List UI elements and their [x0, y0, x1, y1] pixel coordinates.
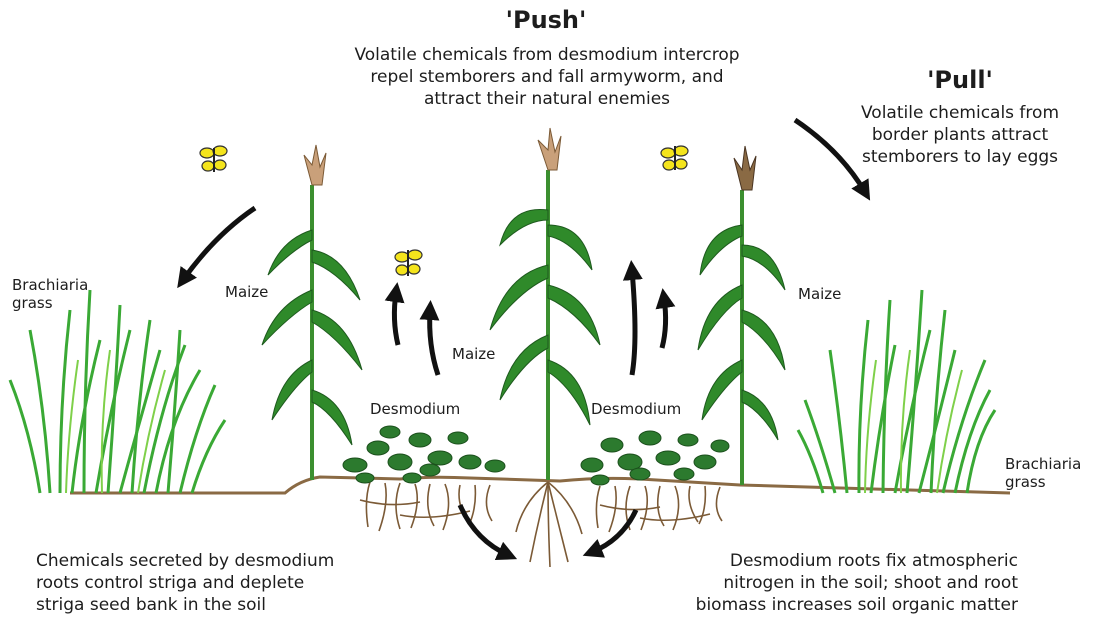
maize-plant-right	[698, 146, 785, 485]
brachiaria-grass-left	[10, 290, 225, 493]
pull-description: Volatile chemicals from border plants at…	[840, 102, 1080, 168]
desmodium-plant-right	[581, 431, 729, 485]
maize-plant-left	[262, 145, 362, 480]
arrow-up-left-1	[394, 292, 398, 345]
maize-plant-center	[490, 128, 600, 480]
note-left: Chemicals secreted by desmodium roots co…	[36, 550, 396, 616]
push-description: Volatile chemicals from desmodium interc…	[300, 44, 794, 110]
pull-line-3: stemborers to lay eggs	[840, 146, 1080, 168]
brachiaria-label-right: Brachiaria grass	[1005, 455, 1081, 491]
push-line-2: repel stemborers and fall armyworm, and	[300, 66, 794, 88]
moth-icon-center	[395, 250, 422, 276]
arrow-up-right-2	[662, 298, 666, 348]
maize-label-left: Maize	[225, 283, 268, 301]
pull-line-2: border plants attract	[840, 124, 1080, 146]
arrow-up-left-2	[430, 310, 438, 375]
push-title: 'Push'	[446, 6, 646, 34]
arrow-up-right-1	[632, 270, 635, 375]
brachiaria-grass-right	[798, 290, 995, 493]
maize-label-right: Maize	[798, 285, 841, 303]
soil-line	[70, 477, 1010, 493]
pull-line-1: Volatile chemicals from	[840, 102, 1080, 124]
desmodium-label-left: Desmodium	[370, 400, 460, 418]
push-line-3: attract their natural enemies	[300, 88, 794, 110]
push-line-1: Volatile chemicals from desmodium interc…	[300, 44, 794, 66]
brachiaria-label-left: Brachiaria grass	[12, 276, 88, 312]
desmodium-plant-left	[343, 426, 505, 483]
root-system-right	[596, 486, 722, 532]
pull-title: 'Pull'	[880, 66, 1040, 94]
note-right: Desmodium roots fix atmospheric nitrogen…	[628, 550, 1018, 616]
moth-icon-right	[661, 146, 688, 170]
arrow-to-left-grass	[183, 208, 255, 280]
maize-label-center: Maize	[452, 345, 495, 363]
desmodium-label-right: Desmodium	[591, 400, 681, 418]
root-system-center	[516, 482, 582, 567]
moth-icon-left	[200, 146, 227, 172]
